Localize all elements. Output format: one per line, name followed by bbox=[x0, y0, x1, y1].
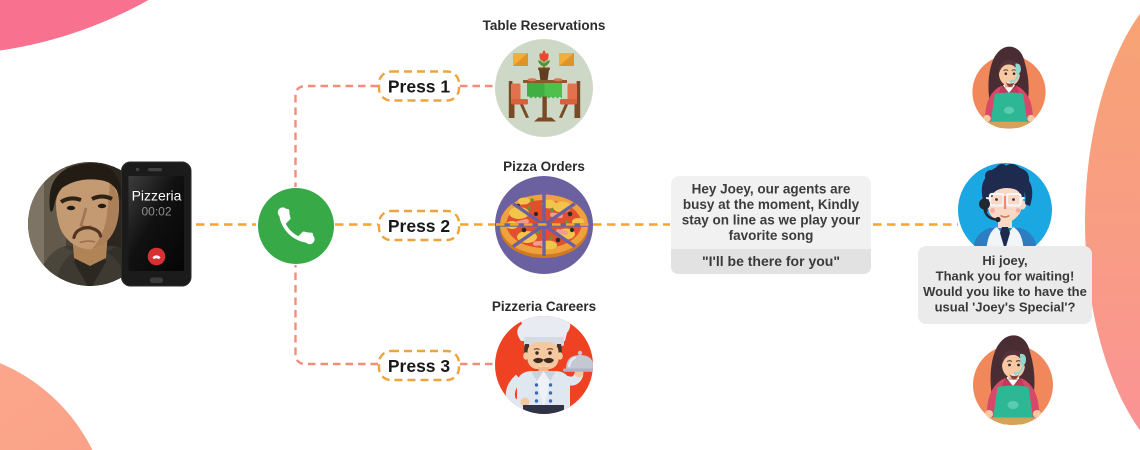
svg-text:Hi joey,: Hi joey, bbox=[982, 253, 1027, 268]
svg-text:Pizzeria: Pizzeria bbox=[132, 188, 182, 204]
svg-text:Pizza Orders: Pizza Orders bbox=[503, 159, 585, 174]
svg-text:00:02: 00:02 bbox=[141, 205, 171, 219]
svg-text:Press 2: Press 2 bbox=[388, 216, 451, 236]
svg-text:Hey Joey, our agents are: Hey Joey, our agents are bbox=[692, 182, 851, 197]
svg-text:stay on line as we play your: stay on line as we play your bbox=[682, 213, 861, 228]
svg-text:Table Reservations: Table Reservations bbox=[483, 18, 606, 33]
svg-text:Would you like to have the: Would you like to have the bbox=[923, 284, 1087, 299]
svg-text:Thank you for waiting!: Thank you for waiting! bbox=[936, 269, 1075, 284]
svg-text:Press 1: Press 1 bbox=[388, 77, 451, 97]
svg-text:Pizzeria Careers: Pizzeria Careers bbox=[492, 299, 596, 314]
svg-text:busy at the moment, Kindly: busy at the moment, Kindly bbox=[683, 197, 860, 212]
svg-text:Press 3: Press 3 bbox=[388, 356, 451, 376]
svg-text:usual 'Joey's Special'?: usual 'Joey's Special'? bbox=[935, 300, 1076, 315]
svg-text:favorite song: favorite song bbox=[729, 228, 814, 243]
svg-text:"I'll be there for you": "I'll be there for you" bbox=[702, 253, 840, 269]
